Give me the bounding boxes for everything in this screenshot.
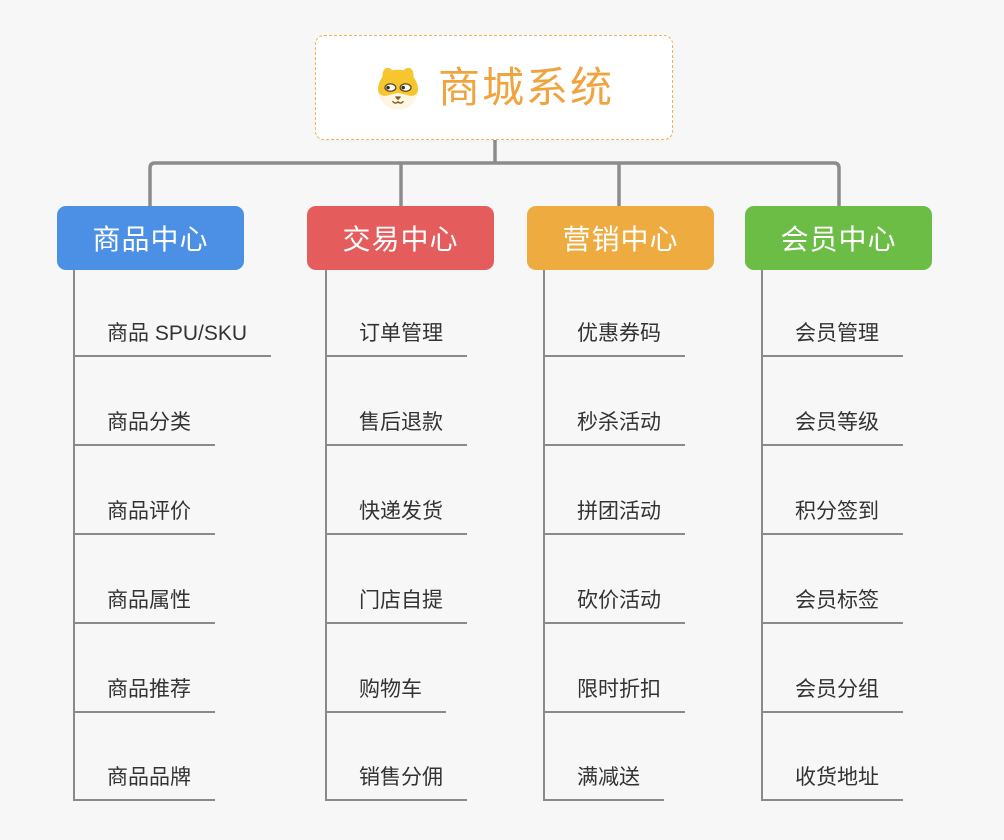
branch-elbow-line — [148, 161, 841, 206]
branch-item[interactable]: 售后退款 — [325, 410, 467, 446]
branch-node-member-center[interactable]: 会员中心 — [745, 206, 932, 270]
branch-item[interactable]: 销售分佣 — [325, 765, 467, 801]
branch-node-marketing-center[interactable]: 营销中心 — [527, 206, 714, 270]
branch-item[interactable]: 收货地址 — [761, 765, 903, 801]
branch-item[interactable]: 门店自提 — [325, 588, 467, 624]
branch-item[interactable]: 商品评价 — [73, 499, 215, 535]
branch-item[interactable]: 满减送 — [543, 765, 664, 801]
branch-item[interactable]: 拼团活动 — [543, 499, 685, 535]
root-title: 商城系统 — [437, 63, 614, 111]
branch-item[interactable]: 会员等级 — [761, 410, 903, 446]
branch-item[interactable]: 商品品牌 — [73, 765, 215, 801]
branch-item[interactable]: 购物车 — [325, 677, 446, 713]
branch-node-product-center[interactable]: 商品中心 — [57, 206, 244, 270]
branch-item[interactable]: 会员分组 — [761, 677, 903, 713]
branch-item[interactable]: 积分签到 — [761, 499, 903, 535]
branch-item[interactable]: 商品属性 — [73, 588, 215, 624]
branch-item[interactable]: 会员管理 — [761, 321, 903, 357]
branch-item[interactable]: 限时折扣 — [543, 677, 685, 713]
branch-item[interactable]: 商品 SPU/SKU — [73, 321, 272, 357]
branch-item[interactable]: 会员标签 — [761, 588, 903, 624]
branch-node-trade-center[interactable]: 交易中心 — [307, 206, 494, 270]
root-node[interactable]: 商城系统 — [315, 35, 673, 140]
dog-face-icon — [377, 67, 418, 110]
branch-item[interactable]: 商品推荐 — [73, 677, 215, 713]
branch-item[interactable]: 秒杀活动 — [543, 410, 685, 446]
branch-item[interactable]: 订单管理 — [325, 321, 467, 357]
branch-item[interactable]: 优惠券码 — [543, 321, 685, 357]
branch-item[interactable]: 快递发货 — [325, 499, 467, 535]
branch-item[interactable]: 商品分类 — [73, 410, 215, 446]
branch-item[interactable]: 砍价活动 — [543, 588, 685, 624]
